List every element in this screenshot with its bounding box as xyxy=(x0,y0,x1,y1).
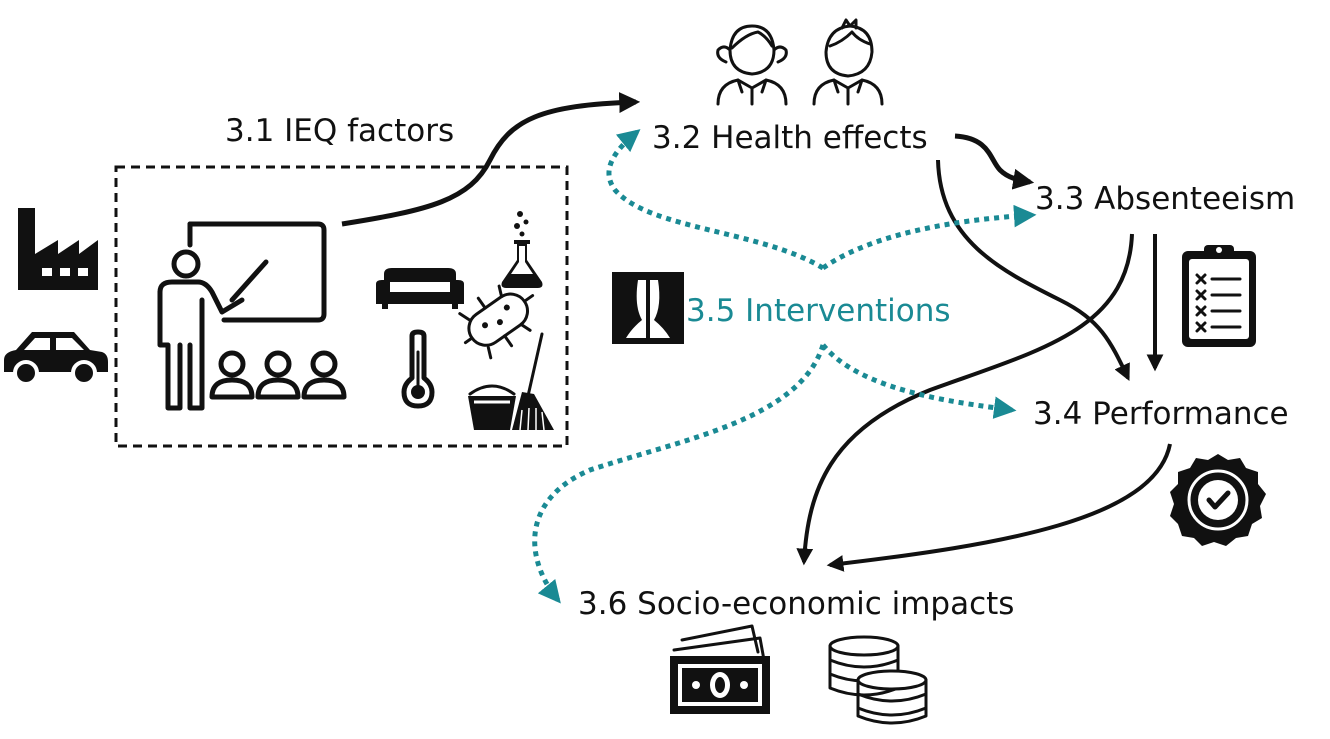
window-curtains-icon xyxy=(612,272,684,344)
node-absenteeism: 3.3 Absenteeism xyxy=(1035,181,1295,217)
solid-arrows xyxy=(341,92,1172,572)
node-health-effects: 3.2 Health effects xyxy=(652,120,928,156)
car-icon xyxy=(4,332,108,386)
bucket-broom-icon xyxy=(468,332,554,431)
banknotes-icon xyxy=(670,624,770,714)
arrow-ieq-to-health xyxy=(341,92,641,227)
check-badge-icon xyxy=(1170,454,1266,546)
thermometer-icon xyxy=(401,329,435,409)
arrow-interventions-to-performance xyxy=(821,343,1017,419)
coins-stack-icon xyxy=(828,635,928,725)
teacher-pointing-board-icon xyxy=(157,221,327,411)
factory-icon xyxy=(18,208,98,290)
arrow-health-to-absenteeism xyxy=(954,133,1035,190)
boy-student-icon xyxy=(812,18,884,106)
dotted-arrows xyxy=(532,129,1037,604)
students-icon xyxy=(209,350,347,400)
arrow-absenteeism-to-socio xyxy=(796,233,1134,566)
node-ieq-factors: 3.1 IEQ factors xyxy=(225,113,454,149)
arrow-health-to-performance xyxy=(936,159,1130,382)
clipboard-checklist-icon xyxy=(1182,245,1256,347)
ieq-factors-box xyxy=(114,165,569,448)
node-performance: 3.4 Performance xyxy=(1033,396,1289,432)
arrow-interventions-to-absenteeism xyxy=(821,204,1037,271)
arrow-interventions-to-health xyxy=(606,129,825,271)
arrow-performance-to-socio xyxy=(826,443,1172,572)
arrow-interventions-to-socio xyxy=(532,344,826,604)
bacteria-icon xyxy=(458,284,535,360)
node-socio-economic: 3.6 Socio-economic impacts xyxy=(578,586,1014,622)
node-interventions: 3.5 Interventions xyxy=(686,293,951,329)
girl-student-icon xyxy=(716,24,788,106)
sofa-icon xyxy=(376,268,464,309)
flask-icon xyxy=(501,211,543,288)
